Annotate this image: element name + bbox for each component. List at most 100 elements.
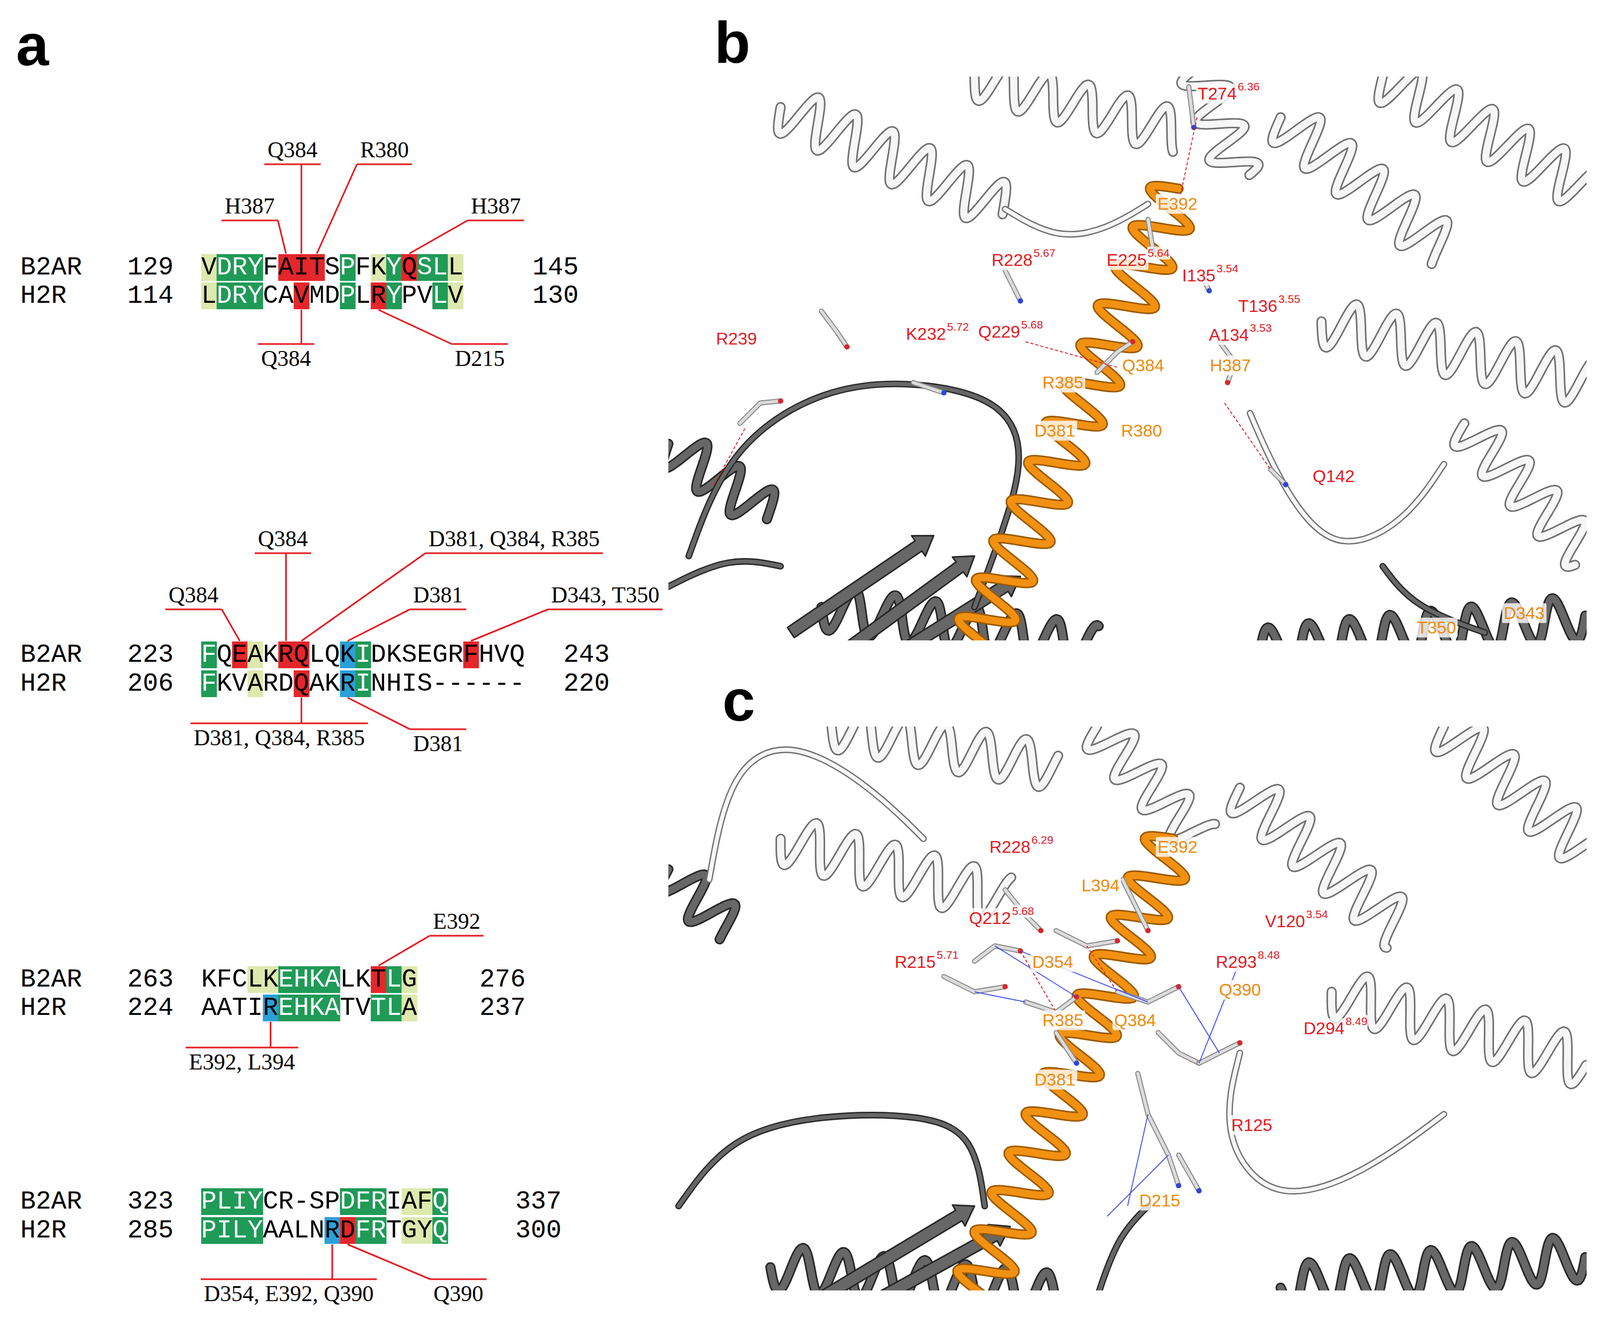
residue-label: Q390	[1217, 980, 1263, 1001]
residue-label: E392	[1155, 194, 1200, 215]
superscript-number: 5.68	[1011, 904, 1035, 918]
superscript-number: 5.71	[936, 948, 960, 962]
annotation-underline	[547, 608, 663, 611]
sequence: LDRYCAVMDPLRYPVLV	[201, 281, 464, 311]
residue-label: Q212	[967, 908, 1013, 929]
leader-line	[347, 1244, 431, 1280]
residue-label: H387	[1208, 355, 1253, 376]
residue-label: D354	[1030, 952, 1076, 973]
sequence: VDRYFAITSPFKYQSLL	[201, 253, 464, 283]
superscript-number: 3.53	[1249, 321, 1273, 335]
sequence: FQEAKRQLQKIDKSEGRFHVQ	[201, 640, 525, 670]
residue-number: 130	[532, 281, 579, 311]
residue-number: 300	[515, 1216, 562, 1246]
residue-label: R293	[1214, 952, 1259, 973]
annotation-underline	[190, 722, 369, 725]
superscript-number: 6.36	[1237, 80, 1261, 94]
sequence: PLIYCR-SPDFRIAFQ	[201, 1187, 448, 1217]
residue-label: I135	[1180, 265, 1217, 286]
leader-line	[301, 553, 426, 642]
annotation-underline	[254, 552, 311, 555]
annotation-underline	[429, 935, 484, 937]
residue-label: R125	[1229, 1115, 1275, 1136]
residue-annotation: E392, L394	[188, 1049, 295, 1076]
leader-line	[221, 609, 240, 642]
residue-annotation: D381	[413, 730, 463, 757]
residue-label: V120	[1263, 911, 1307, 932]
annotation-underline	[221, 219, 278, 222]
residue-label: Q142	[1311, 466, 1356, 487]
panel-letter: b	[714, 8, 751, 76]
residue-annotation: Q384	[261, 345, 311, 372]
residue-number: 337	[515, 1187, 562, 1217]
residue-label: R380	[1119, 421, 1164, 441]
residue-annotation: D354, E392, Q390	[203, 1281, 374, 1307]
sequence-name: B2AR	[20, 253, 82, 283]
panel-letter: a	[16, 10, 49, 79]
annotation-underline	[356, 163, 413, 166]
superscript-number: 8.49	[1345, 1015, 1369, 1028]
leader-line	[347, 609, 410, 642]
residue-label: D294	[1301, 1018, 1347, 1039]
superscript-number: 3.55	[1277, 292, 1301, 306]
residue-annotation: Q384	[168, 582, 219, 608]
residue-label: Q384	[1120, 355, 1166, 376]
sequence: KFCLKEHKALKTLG	[201, 965, 417, 995]
leader-line	[347, 697, 410, 730]
annotation-underline	[451, 343, 508, 346]
residue-annotation: Q384	[267, 136, 318, 163]
residue-number: 276	[479, 965, 526, 995]
sequence-name: H2R	[20, 993, 67, 1023]
residue-annotation: H387	[470, 193, 521, 219]
sequence-name: B2AR	[20, 965, 82, 995]
annotation-underline	[264, 163, 321, 166]
leader-line	[331, 1244, 333, 1280]
sequence-name: B2AR	[20, 640, 82, 670]
residue-annotation: D381	[413, 582, 463, 608]
residue-annotation: Q390	[433, 1281, 484, 1307]
superscript-number: 3.54	[1305, 908, 1329, 921]
residue-number: 223	[127, 640, 174, 670]
leader-line	[277, 220, 286, 254]
residue-annotation: D343, T350	[551, 582, 660, 608]
annotation-underline	[185, 1047, 299, 1049]
annotation-underline	[257, 343, 315, 346]
residue-label: R239	[714, 329, 759, 349]
sequence: AATIREHKATVTLA	[201, 993, 417, 1023]
residue-annotation: H387	[224, 193, 275, 219]
residue-number: 243	[563, 640, 610, 670]
leader-line	[409, 220, 468, 254]
residue-annotation: E392	[432, 908, 481, 935]
residue-label: E225	[1105, 250, 1149, 271]
annotation-underline	[430, 1278, 487, 1281]
leader-line	[269, 1022, 272, 1048]
superscript-number: 5.64	[1147, 246, 1171, 260]
residue-label: D381	[1032, 421, 1078, 441]
residue-number: 129	[127, 253, 174, 283]
sequence: FKVARDQAKRINHIS------	[201, 669, 525, 699]
leader-line	[300, 309, 303, 345]
residue-number: 237	[479, 993, 526, 1023]
residue-number: 145	[532, 253, 579, 283]
residue-label: T350	[1415, 618, 1458, 638]
residue-annotation: D381, Q384, R385	[428, 526, 600, 552]
residue-label: R385	[1040, 1010, 1086, 1031]
superscript-number: 5.72	[946, 320, 970, 334]
residue-number: 323	[127, 1187, 174, 1217]
sequence-name: H2R	[20, 281, 67, 311]
leader-line	[300, 164, 303, 254]
annotation-underline	[409, 608, 467, 611]
superscript-number: 5.68	[1020, 318, 1044, 332]
residue-label: D381	[1032, 1070, 1078, 1091]
sequence: PILYAALNRDFRTGYQ	[201, 1216, 448, 1246]
residue-annotation: D215	[454, 345, 505, 372]
residue-label: T136	[1236, 296, 1279, 317]
residue-label: R385	[1040, 372, 1086, 393]
residue-label: T274	[1195, 84, 1239, 104]
annotation-underline	[425, 552, 604, 555]
residue-label: R228	[989, 250, 1035, 271]
residue-label: R228	[987, 837, 1033, 858]
annotation-underline	[409, 728, 467, 731]
residue-label: A134	[1207, 325, 1251, 346]
residue-label: D215	[1137, 1191, 1183, 1211]
